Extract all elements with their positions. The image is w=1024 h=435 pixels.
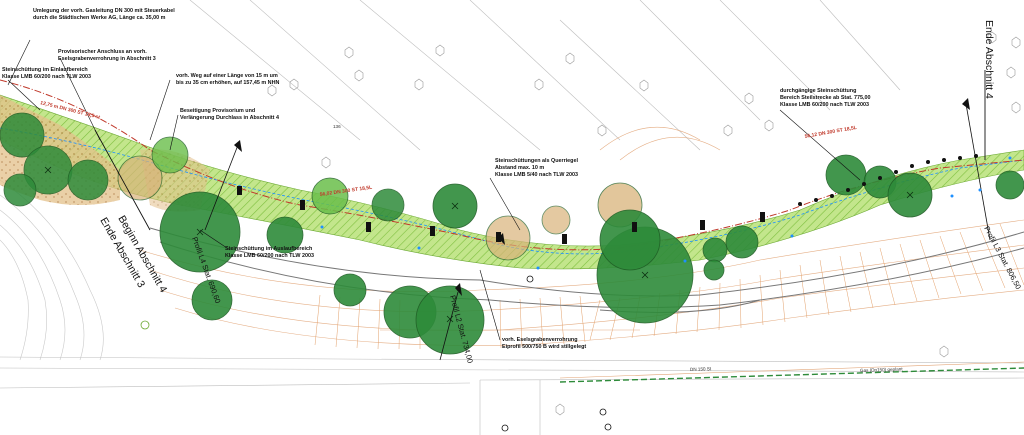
note-weg: vorh. Weg auf einer Länge von 15 m um bi… (176, 73, 279, 86)
stone-crossbars (237, 154, 978, 244)
tree-centers (44, 166, 914, 323)
note-durchgaengig: durchgängige Steinschüttung Bereich Stei… (780, 88, 872, 108)
elevation-label: 136 (333, 124, 341, 129)
survey-points (140, 275, 612, 432)
gas-label-right: 56,12 DN 300 ST 18,5L (804, 125, 857, 140)
note-auslauf: Steinschüttung im Auslaufbereich Klasse … (225, 246, 314, 259)
note-umlegung: Umlegung der vorh. Gasleitung DN 300 mit… (33, 8, 176, 21)
gas-line-bottom (559, 367, 1024, 383)
trees (0, 112, 1024, 355)
water-markers (320, 156, 1012, 270)
note-querriegel: Steinschüttungen als Querriegel Abstand … (495, 158, 579, 178)
note-provisorisch: Provisorischer Anschluss an vorh. Eselsg… (58, 49, 156, 62)
profile-markers (204, 98, 991, 361)
callout-leaders (7, 39, 861, 341)
bottom-gas-note: Gas (Dn150) geplant (860, 366, 904, 373)
note-eselsgraben: vorh. Eselsgrabenverrohrung Eiprofil 500… (502, 337, 586, 350)
note-einlauf: Steinschüttung im Einlaufbereich Klasse … (2, 67, 91, 80)
contour-lines-left (0, 179, 104, 361)
hexagon-markers (267, 31, 1021, 416)
label-ende-abschnitt-4: Ende Abschnitt 4 (983, 20, 995, 99)
gas-pipeline (0, 79, 1024, 251)
section-boundaries (94, 70, 986, 231)
gas-label-bottom: DN 150 St (690, 366, 712, 372)
note-beseitigung: Beseitigung Provisorium und Verlängerung… (180, 108, 279, 121)
